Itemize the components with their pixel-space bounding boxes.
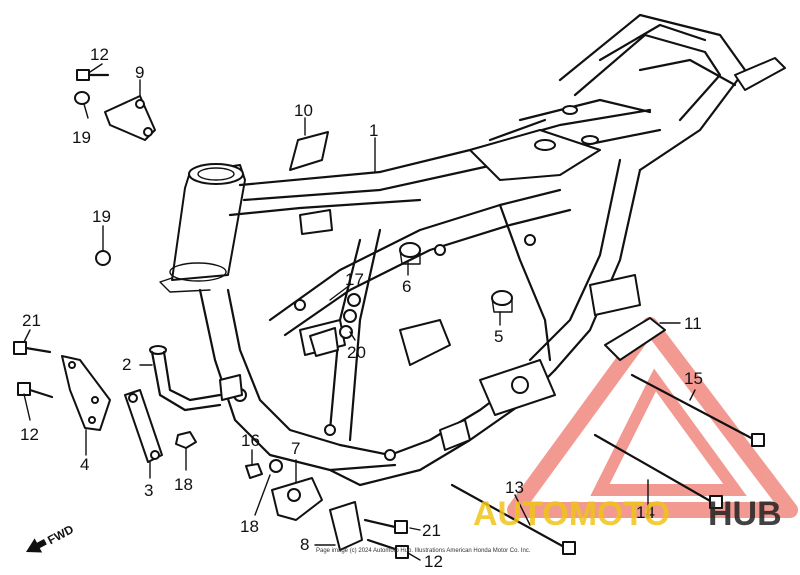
label-18-bottom: 18 [240,517,259,536]
leader-lines [23,63,696,561]
part-10-plate [289,131,329,171]
label-13: 13 [505,478,524,497]
label-9: 9 [135,63,144,82]
part-21-bolt-bottom [363,518,408,534]
part-18-nut [175,431,197,449]
part-14-long-bolt [593,433,723,509]
label-6: 6 [402,277,411,296]
part-18-washer [269,459,283,473]
watermark-logo [507,317,798,518]
watermark-text: AUTOMOTO HUB [473,495,782,533]
part-11-plate [604,317,666,361]
label-3: 3 [144,481,153,500]
part-9-bracket [104,95,156,141]
label-15: 15 [684,369,703,388]
part-6-collar [399,242,421,265]
label-16: 16 [241,431,260,450]
label-20: 20 [347,343,366,362]
part-2-pipe [149,345,222,412]
label-2: 2 [122,355,131,374]
label-8: 8 [300,535,309,554]
part-19-nut-mid [95,250,111,266]
fwd-label: FWD [45,522,76,547]
part-5-collar [491,290,513,313]
watermark-automoto: AUTOMOTO [473,495,670,533]
copyright-text: Page image (c) 2024 Automoto Hub. Illust… [316,548,531,554]
label-5: 5 [494,327,503,346]
part-19-nut-top [74,91,90,105]
label-7: 7 [291,439,300,458]
part-13-long-bolt [450,483,576,555]
label-21-left: 21 [22,311,41,330]
part-labels: 1 2 3 4 5 6 7 8 9 10 11 12 12 12 13 14 1… [20,45,703,571]
label-10: 10 [294,101,313,120]
part-20-washers [339,293,361,339]
label-17: 17 [345,270,364,289]
part-15-long-bolt [630,373,765,447]
part-4-bracket [61,355,111,431]
part-21-bolt-left [13,341,52,355]
label-12-top: 12 [90,45,109,64]
label-1: 1 [369,121,378,140]
part-12-bolt-top [76,69,110,81]
part-7-bracket [271,477,323,521]
part-3-bracket [124,389,163,463]
label-19-mid: 19 [92,207,111,226]
part-8-plate [329,501,363,551]
label-21-bottom: 21 [422,521,441,540]
forward-arrow: FWD [26,522,76,553]
part-16-nut [245,463,263,479]
label-11: 11 [684,314,702,333]
main-frame [159,13,786,487]
label-12-left: 12 [20,425,39,444]
label-19-top: 19 [72,128,91,147]
label-12-bottom: 12 [424,552,443,571]
watermark-hub: HUB [708,495,782,533]
part-12-bolt-bottom [366,538,409,559]
label-18-right: 18 [174,475,193,494]
part-17-plate [309,327,339,357]
label-4: 4 [80,455,89,474]
label-14: 14 [636,503,655,522]
part-12-bolt-left [17,382,54,399]
